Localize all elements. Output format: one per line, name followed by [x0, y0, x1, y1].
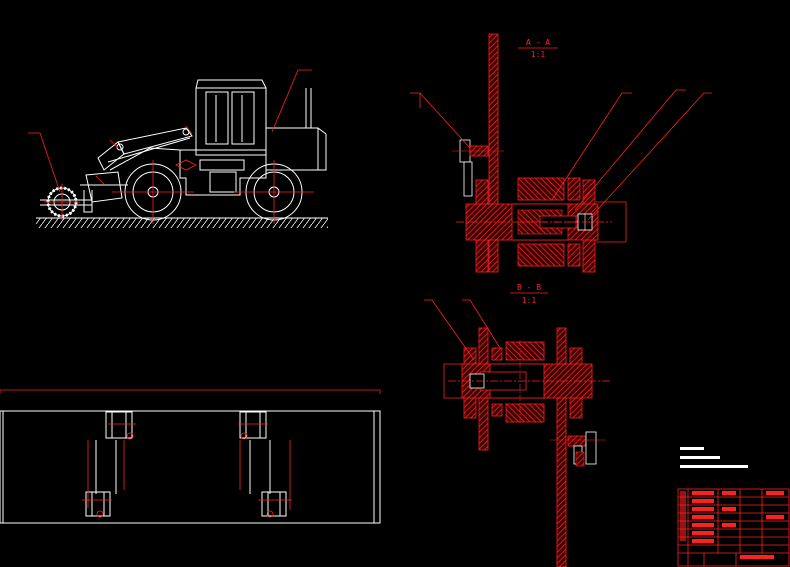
section-b-b-title: B - B [516, 283, 542, 292]
section-b-b-leaders [424, 299, 501, 361]
frame-red-details [0, 389, 381, 518]
section-a-a-view [452, 33, 627, 273]
frame-plan-view [0, 410, 381, 524]
section-a-a-leaders [410, 89, 712, 221]
section-a-a-title: A - A [525, 38, 551, 47]
section-b-b-view [443, 292, 610, 567]
section-b-b-scale: 1:1 [521, 296, 537, 305]
loader-leaders [28, 69, 312, 193]
title-block [677, 488, 790, 567]
title-block-fills [680, 491, 784, 559]
loader-centerlines [44, 125, 314, 224]
section-a-a-scale: 1:1 [530, 50, 546, 59]
notes-block [680, 447, 748, 468]
